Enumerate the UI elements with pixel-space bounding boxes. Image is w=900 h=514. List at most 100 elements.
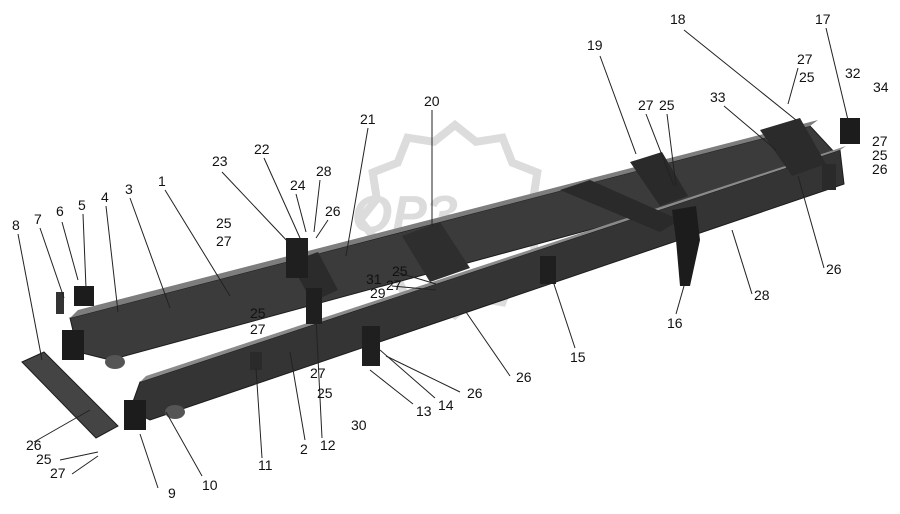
leader-line-c17 — [825, 27, 849, 121]
rear-bolts — [822, 164, 836, 190]
cross-member-rear — [760, 118, 826, 176]
leader-line-c19 — [599, 55, 637, 155]
callout-label-c26c: 26 — [516, 369, 532, 385]
leader-line-c27e — [645, 113, 675, 187]
tow-hook-left — [62, 330, 84, 360]
leader-line-c26f — [33, 409, 91, 443]
rear-spring-hanger — [672, 206, 700, 286]
callout-label-c1: 1 — [158, 173, 166, 189]
callout-label-c30: 30 — [351, 417, 367, 433]
frame-assembly — [21, 118, 860, 439]
callout-label-c27e: 27 — [638, 97, 654, 113]
leader-line-c26b — [385, 355, 461, 393]
callout-label-c9: 9 — [168, 485, 176, 501]
callout-label-c2: 2 — [300, 441, 308, 457]
callout-label-c26f: 26 — [26, 437, 42, 453]
leader-line-c18 — [683, 29, 797, 121]
callout-label-c27g: 27 — [872, 133, 888, 149]
leader-line-c26c — [465, 311, 511, 377]
leader-line-c28b — [731, 229, 753, 295]
watermark-gear-icon — [354, 119, 556, 321]
leader-line-c27f — [787, 67, 799, 105]
rear-end-bracket — [840, 118, 860, 144]
callout-label-c34: 34 — [873, 79, 889, 95]
front-fitting-7 — [56, 292, 64, 314]
cross-member-rear-mid — [630, 152, 688, 206]
callout-label-c12: 12 — [320, 437, 336, 453]
tow-hook-right — [124, 400, 146, 430]
leader-line-c27h — [71, 455, 99, 475]
bracket-11 — [250, 352, 262, 370]
callout-label-c24: 24 — [290, 177, 306, 193]
leader-line-c16 — [675, 285, 685, 315]
leader-line-c23 — [221, 171, 291, 245]
leader-line-c6 — [61, 221, 79, 281]
cross-member-x-brace — [560, 180, 680, 232]
leader-line-c26a — [315, 219, 329, 239]
callout-label-c14: 14 — [438, 397, 454, 413]
callout-label-c11: 11 — [258, 457, 273, 473]
callout-label-c17: 17 — [815, 11, 831, 27]
callout-label-c22: 22 — [254, 141, 270, 157]
front-bumper — [21, 351, 119, 439]
callout-label-c25c: 25 — [250, 305, 266, 321]
leader-line-c24 — [295, 193, 307, 233]
cross-member-mid — [402, 222, 470, 282]
leader-line-c25h — [59, 451, 99, 461]
leader-line-c12 — [315, 317, 323, 439]
callout-label-c13: 13 — [416, 403, 432, 419]
callout-label-c19: 19 — [587, 37, 603, 53]
leader-line-c4 — [105, 205, 119, 313]
right-rail-top-flange — [140, 146, 846, 382]
spring-bracket-mid — [286, 238, 308, 278]
callout-label-c7: 7 — [34, 211, 42, 227]
leader-line-c2 — [289, 351, 306, 441]
callout-label-c3: 3 — [125, 181, 133, 197]
callout-label-c15: 15 — [570, 349, 586, 365]
callout-label-c25h: 25 — [36, 451, 52, 467]
leader-line-c8 — [17, 233, 43, 361]
callout-label-c26d: 26 — [826, 261, 842, 277]
callout-label-c10: 10 — [202, 477, 218, 493]
leader-line-c33 — [723, 105, 777, 151]
callout-label-c27f: 27 — [797, 51, 813, 67]
callout-label-c25b: 25 — [392, 263, 408, 279]
callout-label-c27a: 27 — [216, 233, 232, 249]
leader-line-c9 — [139, 433, 159, 489]
callout-label-c5: 5 — [78, 197, 86, 213]
leader-line-c26d — [797, 175, 825, 269]
callout-label-c25g: 25 — [872, 147, 888, 163]
leader-line-c13 — [369, 369, 414, 405]
leader-lines — [17, 27, 849, 489]
callout-label-c26b: 26 — [467, 385, 483, 401]
leader-line-c1 — [164, 189, 231, 297]
callout-label-c32: 32 — [845, 65, 861, 81]
leader-line-c25e — [666, 113, 677, 187]
leader-line-c15 — [549, 271, 576, 349]
spring-bracket-front-right — [165, 405, 185, 419]
callout-label-c25e: 25 — [659, 97, 675, 113]
bracket-15 — [540, 256, 556, 284]
leader-line-c11 — [255, 367, 263, 459]
leader-line-c7 — [39, 227, 65, 299]
callout-label-c31: 31 — [366, 271, 382, 287]
callout-label-c27d: 27 — [310, 365, 326, 381]
leader-line-c27b — [391, 285, 437, 291]
left-rail-top-flange — [70, 120, 818, 318]
callout-label-c25f: 25 — [799, 69, 815, 85]
leader-line-c10 — [165, 411, 203, 477]
leader-line-c3 — [129, 197, 171, 309]
callout-label-c29: 29 — [370, 285, 386, 301]
leader-line-c5 — [82, 213, 87, 289]
spring-bracket-front-left — [105, 355, 125, 369]
leader-line-c21 — [345, 127, 369, 257]
callout-label-c26e: 26 — [872, 161, 888, 177]
callout-label-c25a: 25 — [216, 215, 232, 231]
front-left-bracket-5 — [74, 286, 94, 306]
callout-label-c28a: 28 — [316, 163, 332, 179]
callout-label-c27b: 27 — [386, 277, 402, 293]
callout-label-c20: 20 — [424, 93, 440, 109]
leader-line-c22 — [263, 157, 301, 239]
